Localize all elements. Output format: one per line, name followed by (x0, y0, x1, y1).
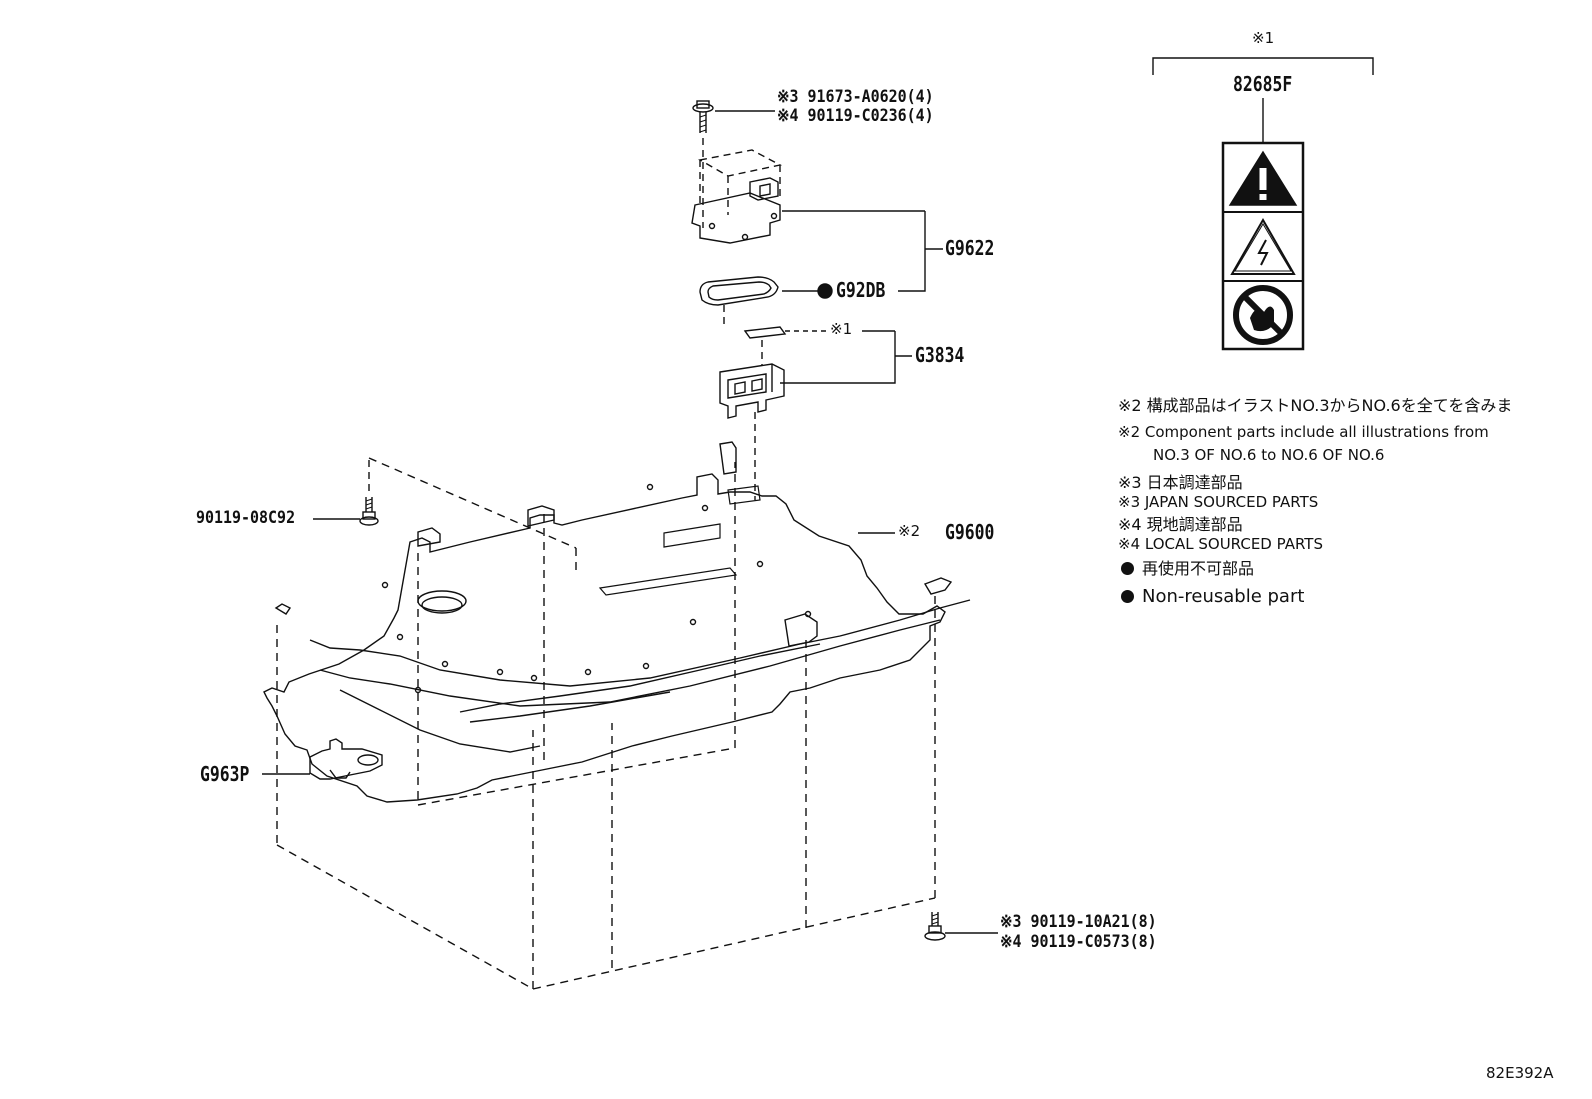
filled-dot-icon (1121, 562, 1134, 575)
bolt-bottom-ref-4: ※4 90119-C0573(8) (1000, 932, 1157, 952)
small-label-mark: ※1 (830, 320, 853, 338)
nonreuse-jp-row: 再使用不可部品 (1121, 561, 1254, 577)
dashed-assembly-box (276, 457, 936, 990)
label-part-number: 82685F (1233, 72, 1293, 96)
label-part-mark: ※1 (1252, 29, 1275, 47)
note3-en: ※3 JAPAN SOURCED PARTS (1118, 493, 1319, 511)
battery-frame-g9600 (263, 441, 971, 803)
bracket-g3834 (780, 331, 896, 384)
cover-g9622 (691, 149, 783, 244)
note2-en-line1: ※2 Component parts include all illustrat… (1118, 423, 1489, 441)
part-g9600-label: G9600 (945, 520, 995, 544)
bolt-top-ref-4: ※4 90119-C0236(4) (777, 106, 934, 126)
part-g92db-label: G92DB (836, 278, 886, 302)
part-g9622-label: G9622 (945, 236, 995, 260)
nonreuse-jp: 再使用不可部品 (1142, 559, 1255, 578)
bolt-icon (692, 100, 714, 133)
warning-label-sticker (1221, 141, 1305, 351)
small-label (743, 326, 787, 339)
warning-triangle-icon (1228, 150, 1298, 206)
connector-block-g3834 (719, 363, 785, 419)
nonreuse-en: Non-reusable part (1142, 586, 1305, 607)
nonreuse-en-row: Non-reusable part (1121, 588, 1304, 606)
part-g9600-mark: ※2 (898, 522, 921, 540)
part-g3834-label: G3834 (915, 343, 965, 367)
note3-jp: ※3 日本調達部品 (1118, 473, 1243, 492)
high-voltage-icon (1230, 217, 1296, 275)
sensor-g963p (309, 738, 383, 780)
note2-en-line2: NO.3 OF NO.6 to NO.6 OF NO.6 (1153, 446, 1385, 464)
bolt-top-ref-3: ※3 91673-A0620(4) (777, 87, 934, 107)
diagram-id: 82E392A (1486, 1064, 1554, 1082)
no-touch-icon (1233, 285, 1293, 345)
label-bracket (1152, 57, 1374, 75)
filled-dot-icon (1121, 590, 1134, 603)
part-g963p-label: G963P (200, 762, 250, 786)
bolt-icon (359, 497, 379, 526)
note4-jp: ※4 現地調達部品 (1118, 515, 1243, 534)
note4-en: ※4 LOCAL SOURCED PARTS (1118, 535, 1323, 553)
bracket-g9622 (898, 211, 926, 292)
bolt-left-ref: 90119-08C92 (196, 508, 296, 528)
note2-jp: ※2 構成部品はイラストNO.3からNO.6を全てを含みま (1118, 396, 1513, 415)
gasket-g92db (699, 276, 779, 306)
bolt-bottom-ref-3: ※3 90119-10A21(8) (1000, 912, 1157, 932)
filled-dot-icon (817, 283, 833, 299)
bolt-icon (924, 912, 946, 941)
